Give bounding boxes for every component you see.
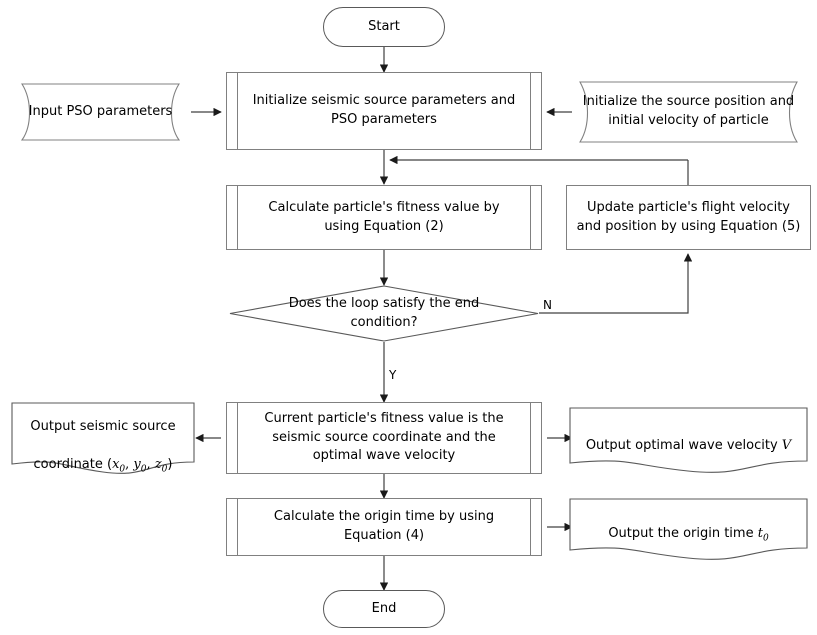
node-output-origin-time[interactable]: Output the origin time t0	[566, 496, 811, 564]
predef-rule-left	[237, 186, 238, 249]
node-current-particle-result[interactable]: Current particle's fitness value is the …	[226, 402, 542, 474]
coord-var-y-sub: 0	[140, 464, 147, 475]
coord-line2-prefix: coordinate (	[33, 456, 113, 472]
tape-shape	[579, 81, 798, 143]
coord-sep-2: ,	[146, 456, 155, 472]
node-start[interactable]: Start	[323, 7, 445, 47]
node-initialize-parameters[interactable]: Initialize seismic source parameters and…	[226, 72, 542, 150]
node-calculate-fitness[interactable]: Calculate particle's fitness value by us…	[226, 185, 542, 250]
node-output-seismic-source-coordinate[interactable]: Output seismic source coordinate (x0, y0…	[8, 400, 198, 476]
coord-var-z: z	[154, 456, 162, 472]
predef-rule-left	[237, 73, 238, 149]
velocity-label-prefix: Output optimal wave velocity	[585, 438, 782, 453]
node-decision-loop-end-condition[interactable]: Does the loop satisfy the end condition?	[229, 285, 539, 342]
coord-var-y: y	[133, 456, 141, 472]
velocity-var-v: V	[781, 438, 792, 453]
node-output-optimal-wave-velocity[interactable]: Output optimal wave velocity V	[566, 405, 811, 477]
origin-time-var-t: t	[757, 526, 763, 542]
coord-line2-suffix: )	[167, 456, 173, 472]
node-decision-loop-end-condition-label: Does the loop satisfy the end condition?	[288, 295, 480, 330]
edge-label-no: N	[543, 298, 552, 312]
node-calculate-fitness-label: Calculate particle's fitness value by us…	[268, 199, 500, 234]
node-initialize-source-position[interactable]: Initialize the source position and initi…	[566, 80, 811, 144]
document-shape	[569, 407, 808, 473]
predef-rule-right	[530, 73, 531, 149]
node-calculate-origin-time[interactable]: Calculate the origin time by using Equat…	[226, 498, 542, 556]
coord-var-z-sub: 0	[161, 464, 168, 475]
node-output-optimal-wave-velocity-label: Output optimal wave velocity V	[580, 418, 797, 456]
node-update-particle-label: Update particle's flight velocity and po…	[576, 199, 801, 234]
predef-rule-left	[237, 499, 238, 555]
document-shape	[11, 402, 195, 474]
node-calculate-origin-time-label: Calculate the origin time by using Equat…	[273, 509, 495, 543]
coord-var-x: x	[112, 456, 120, 472]
document-shape	[569, 498, 808, 560]
origin-time-var-t-sub: 0	[762, 533, 769, 544]
diamond-shape	[229, 285, 539, 342]
node-initialize-source-position-label: Initialize the source position and initi…	[582, 94, 795, 128]
node-start-label: Start	[368, 18, 400, 34]
node-input-pso-parameters-label: Input PSO parameters	[28, 103, 173, 119]
node-end[interactable]: End	[323, 590, 445, 628]
coord-line1: Output seismic source	[30, 419, 176, 435]
node-input-pso-parameters[interactable]: Input PSO parameters	[8, 82, 193, 142]
coord-var-x-sub: 0	[119, 464, 126, 475]
node-update-particle[interactable]: Update particle's flight velocity and po…	[566, 185, 811, 250]
node-initialize-parameters-label: Initialize seismic source parameters and…	[252, 93, 516, 127]
predef-rule-right	[530, 403, 531, 473]
predef-rule-left	[237, 403, 238, 473]
node-current-particle-result-label: Current particle's fitness value is the …	[264, 410, 504, 464]
predef-rule-right	[530, 186, 531, 249]
node-end-label: End	[371, 600, 397, 616]
node-output-seismic-source-coordinate-label: Output seismic source coordinate (x0, y0…	[24, 399, 181, 476]
origin-time-label-prefix: Output the origin time	[608, 526, 758, 542]
node-output-origin-time-label: Output the origin time t0	[602, 506, 774, 545]
coord-sep-1: ,	[125, 456, 134, 472]
edge-label-yes: Y	[389, 368, 397, 382]
edge-decision-no-to-update	[539, 253, 693, 314]
tape-shape	[20, 83, 181, 141]
predef-rule-right	[530, 499, 531, 555]
